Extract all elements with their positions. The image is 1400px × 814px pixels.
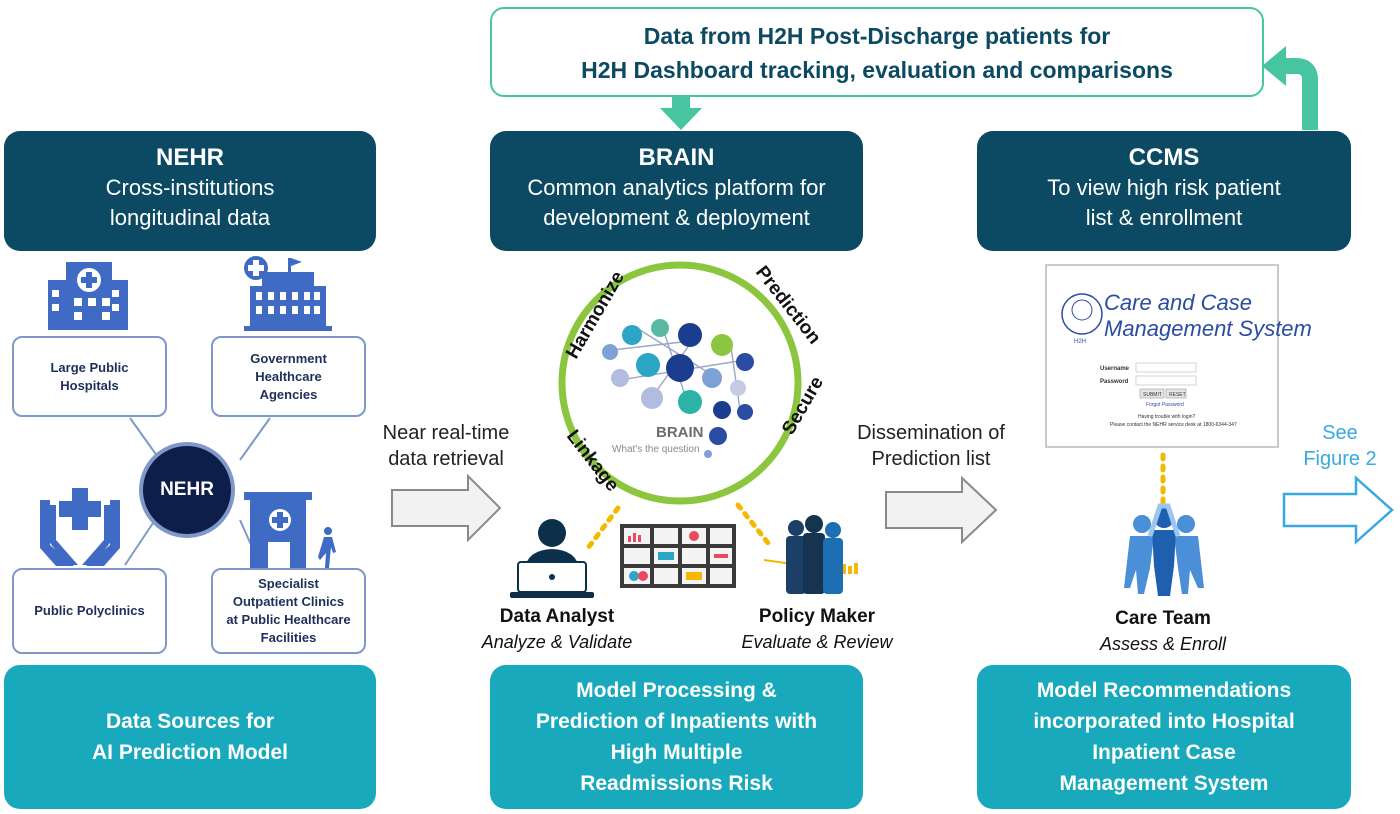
brain-title: BRAIN bbox=[638, 144, 715, 171]
see-figure-label: See Figure 2 bbox=[1303, 422, 1377, 470]
nehr-title: NEHR bbox=[155, 144, 224, 171]
ccms-title: CCMS bbox=[1128, 144, 1200, 171]
care-hands-icon bbox=[40, 488, 120, 566]
ccms-password-label: Password bbox=[1100, 379, 1129, 385]
government-building-icon bbox=[244, 256, 332, 331]
role-data-analyst: Data Analyst Analyze & Validate bbox=[452, 604, 662, 654]
care-team-icon bbox=[1124, 503, 1204, 596]
ccms-header: CCMS To view high risk patient list & en… bbox=[977, 131, 1351, 251]
dashboard-grid-icon bbox=[620, 524, 736, 588]
dotted-connectors bbox=[585, 452, 1166, 551]
dissemination-label: Dissemination of Prediction list bbox=[857, 422, 1005, 470]
ccms-username-label: Username bbox=[1100, 366, 1130, 372]
source-government-agencies: Government Healthcare Agencies bbox=[211, 336, 366, 417]
role-name: Data Analyst bbox=[499, 606, 615, 627]
footer-text: Model Recommendations incorporated into … bbox=[1033, 679, 1295, 795]
nehr-subtitle-2: longitudinal data bbox=[109, 205, 271, 230]
source-label: Public Polyclinics bbox=[34, 603, 145, 618]
feedback-data-box: Data from H2H Post-Discharge patients fo… bbox=[490, 7, 1264, 97]
ccms-submit-label: SUBMIT bbox=[1143, 392, 1162, 398]
brain-network-icon bbox=[602, 319, 754, 458]
role-desc: Evaluate & Review bbox=[741, 632, 893, 652]
dissemination-arrow-icon bbox=[885, 475, 998, 545]
data-analyst-icon bbox=[510, 519, 594, 598]
role-name: Care Team bbox=[1115, 608, 1211, 629]
footer-text: Data Sources for AI Prediction Model bbox=[91, 710, 288, 764]
nehr-hub: NEHR bbox=[139, 442, 235, 538]
secure-label: Secure bbox=[778, 373, 828, 438]
hospital-icon bbox=[48, 262, 128, 330]
brain-logo-sub: What's the question bbox=[612, 444, 700, 455]
role-care-team: Care Team Assess & Enroll bbox=[1058, 606, 1268, 656]
retrieval-arrow-icon bbox=[391, 473, 502, 543]
ccms-help-1: Having trouble with login? bbox=[1138, 414, 1195, 420]
harmonize-label: Harmonize bbox=[562, 268, 629, 363]
role-name: Policy Maker bbox=[758, 606, 876, 627]
feedback-line-2: H2H Dashboard tracking, evaluation and c… bbox=[581, 57, 1173, 83]
ccms-reset-label: RESET bbox=[1169, 392, 1186, 398]
brain-logo-text: BRAIN bbox=[656, 424, 704, 441]
source-specialist-clinics: Specialist Outpatient Clinics at Public … bbox=[211, 568, 366, 654]
footer-model-processing: Model Processing & Prediction of Inpatie… bbox=[490, 665, 863, 809]
role-desc: Analyze & Validate bbox=[481, 632, 633, 652]
ccms-forgot-link: Forgot Password bbox=[1146, 402, 1184, 408]
ccms-title-1: Care and Case bbox=[1104, 290, 1252, 315]
ccms-help-2: Please contact the NEHR service desk at … bbox=[1110, 422, 1237, 428]
brain-subtitle-2: development & deployment bbox=[543, 205, 810, 230]
return-arrow-icon bbox=[1262, 46, 1318, 130]
ccms-seal-text: H2H bbox=[1074, 339, 1086, 345]
nehr-subtitle-1: Cross-institutions bbox=[105, 175, 275, 200]
role-desc: Assess & Enroll bbox=[1099, 634, 1227, 654]
role-policy-maker: Policy Maker Evaluate & Review bbox=[712, 604, 922, 654]
ccms-subtitle-2: list & enrollment bbox=[1085, 205, 1243, 230]
brain-subtitle-1: Common analytics platform for bbox=[527, 175, 826, 200]
down-arrow-icon bbox=[660, 97, 702, 130]
ccms-subtitle-1: To view high risk patient bbox=[1047, 175, 1281, 200]
prediction-label: Prediction bbox=[751, 262, 825, 348]
source-large-public-hospitals: Large Public Hospitals bbox=[12, 336, 167, 417]
linkage-label: Linkage bbox=[562, 426, 623, 496]
footer-data-sources: Data Sources for AI Prediction Model bbox=[4, 665, 376, 809]
ccms-login-screen bbox=[1045, 264, 1279, 448]
nehr-hub-label: NEHR bbox=[160, 479, 214, 500]
brain-header: BRAIN Common analytics platform for deve… bbox=[490, 131, 863, 251]
source-label: Large Public Hospitals bbox=[50, 359, 129, 393]
brain-ring bbox=[558, 261, 802, 505]
ccms-title-2: Management System bbox=[1104, 316, 1312, 341]
policy-maker-icon bbox=[763, 515, 858, 594]
source-public-polyclinics: Public Polyclinics bbox=[12, 568, 167, 654]
retrieval-label: Near real-time data retrieval bbox=[382, 422, 510, 470]
footer-model-recommendations: Model Recommendations incorporated into … bbox=[977, 665, 1351, 809]
footer-text: Model Processing & Prediction of Inpatie… bbox=[535, 679, 818, 795]
nehr-header: NEHR Cross-institutions longitudinal dat… bbox=[4, 131, 376, 251]
see-figure-arrow-icon bbox=[1282, 475, 1394, 545]
clinic-icon bbox=[244, 492, 336, 568]
feedback-line-1: Data from H2H Post-Discharge patients fo… bbox=[643, 23, 1111, 49]
source-label: Specialist Outpatient Clinics at Public … bbox=[226, 576, 351, 645]
source-label: Government Healthcare Agencies bbox=[250, 350, 327, 402]
